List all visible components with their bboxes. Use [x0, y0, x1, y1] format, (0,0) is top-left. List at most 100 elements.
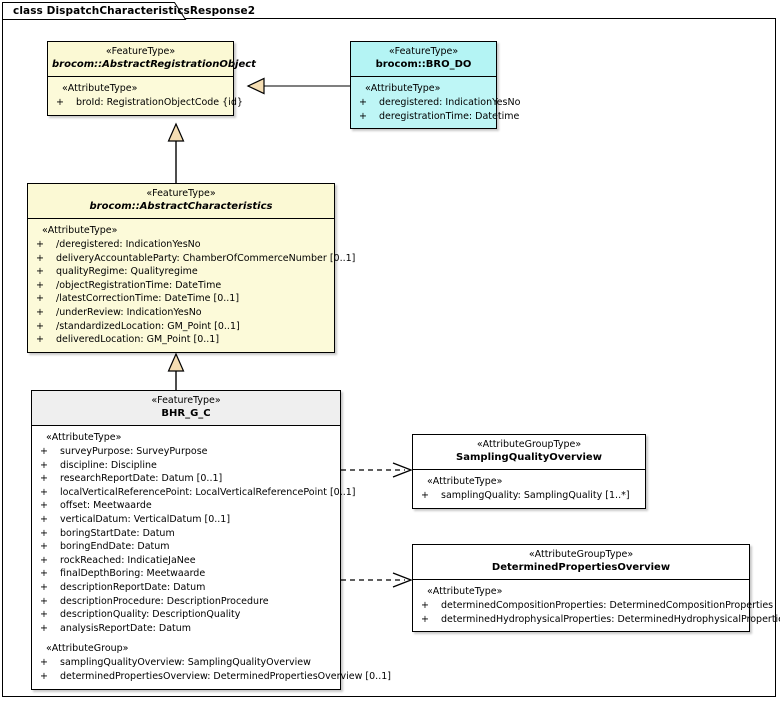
attribute-visibility: + — [36, 306, 44, 318]
class-abstract-characteristics[interactable]: «FeatureType» brocom::AbstractCharacteri… — [27, 183, 355, 353]
class-stereotype: «FeatureType» — [146, 188, 216, 199]
attribute-row: +finalDepthBoring: Meetwaarde — [38, 567, 336, 581]
diagram-title: class DispatchCharacteristicsResponse2 — [13, 5, 256, 17]
attribute-visibility: + — [40, 622, 48, 634]
attribute-row: + /latestCorrectionTime: DateTime [0..1] — [34, 292, 330, 306]
attribute-text: broId: RegistrationObjectCode {id} — [76, 97, 243, 108]
attribute-row: + qualityRegime: Qualityregime — [34, 265, 330, 279]
class-header-sampling-quality-overview: «AttributeGroupType» SamplingQualityOver… — [413, 435, 645, 470]
attribute-text: /standardizedLocation: GM_Point [0..1] — [56, 320, 240, 332]
class-body-sampling-quality-overview: «AttributeType» +samplingQuality: Sampli… — [413, 470, 645, 508]
attribute-text: determinedCompositionProperties: Determi… — [441, 600, 774, 611]
attribute-row: + verticalDatum: VerticalDatum [0..1] — [38, 513, 336, 527]
attribute-row: +descriptionQuality: DescriptionQuality — [38, 608, 336, 622]
attribute-text: qualityRegime: Qualityregime — [56, 266, 198, 278]
attribute-row: +surveyPurpose: SurveyPurpose — [38, 445, 336, 459]
attribute-visibility: + — [36, 266, 44, 278]
attribute-text: /underReview: IndicationYesNo — [56, 306, 202, 318]
attribute-visibility: + — [40, 486, 48, 498]
attribute-visibility: + — [40, 513, 48, 525]
compartment-stereotype: «AttributeType» — [42, 225, 118, 236]
attribute-row: + /standardizedLocation: GM_Point [0..1] — [34, 320, 330, 334]
attribute-visibility: + — [40, 473, 48, 485]
class-header-determined-properties-overview: «AttributeGroupType» DeterminedPropertie… — [413, 545, 749, 580]
class-abstract-registration-object[interactable]: «FeatureType» brocom::AbstractRegistrati… — [47, 41, 256, 116]
attribute-text: /latestCorrectionTime: DateTime [0..1] — [56, 293, 240, 305]
attribute-text: surveyPurpose: SurveyPurpose — [60, 446, 208, 457]
class-header-bhr-g-c: «FeatureType» BHR_G_C — [32, 391, 340, 426]
class-body-abstract-registration-object: «AttributeType» + broId: RegistrationObje… — [48, 77, 243, 115]
class-header-abstract-characteristics: «FeatureType» brocom::AbstractCharacteri… — [28, 184, 334, 219]
class-name: brocom::BRO_DO — [375, 59, 472, 70]
attribute-text: boringEndDate: Datum — [60, 541, 170, 553]
attribute-text: deliveredLocation: GM_Point [0..1] — [56, 334, 220, 346]
attribute-text: descriptionProcedure: DescriptionProcedu… — [60, 595, 269, 607]
attribute-visibility: + — [40, 581, 48, 593]
class-determined-properties-overview[interactable]: «AttributeGroupType» DeterminedPropertie… — [412, 544, 780, 633]
class-stereotype: «FeatureType» — [151, 395, 221, 406]
compartment-stereotype: «AttributeGroup» — [46, 643, 129, 655]
attribute-text: descriptionReportDate: Datum — [60, 581, 206, 593]
attribute-visibility: + — [36, 320, 44, 332]
attribute-text: /deregistered: IndicationYesNo — [56, 239, 201, 250]
attribute-visibility: + — [40, 500, 48, 512]
attribute-row: + deliveryAccountableParty: ChamberOfComm… — [34, 252, 355, 266]
attribute-text: deliveryAccountableParty: ChamberOfComme… — [56, 252, 356, 264]
attribute-visibility: + — [40, 670, 48, 682]
attribute-visibility: + — [421, 600, 429, 611]
compartment-stereotype: «AttributeType» — [62, 83, 138, 94]
class-body-abstract-characteristics: «AttributeType» +/deregistered: Indicati… — [28, 219, 355, 352]
attribute-visibility: + — [421, 613, 429, 625]
attribute-text: rockReached: IndicatieJaNee — [60, 554, 196, 566]
compartment-stereotype: «AttributeType» — [365, 83, 441, 94]
attribute-row: +discipline: Discipline — [38, 459, 336, 473]
attribute-text: deregistered: IndicationYesNo — [379, 97, 521, 108]
attribute-visibility: + — [56, 97, 64, 108]
class-stereotype: «FeatureType» — [388, 46, 459, 57]
attribute-row: +/deregistered: IndicationYesNo — [34, 238, 330, 252]
attribute-visibility: + — [40, 527, 48, 539]
class-name: BHR_G_C — [161, 408, 211, 419]
compartment-spacer — [38, 635, 336, 642]
attribute-row: +samplingQualityOverview: SamplingQualit… — [38, 656, 336, 670]
class-name: DeterminedPropertiesOverview — [491, 562, 671, 573]
attribute-text: deregistrationTime: Datetime — [379, 110, 520, 122]
class-bhr-g-c[interactable]: «FeatureType» BHR_G_C «AttributeType» +s… — [31, 390, 391, 690]
attribute-visibility: + — [36, 252, 44, 264]
class-name: SamplingQualityOverview — [456, 452, 602, 463]
attribute-visibility: + — [36, 293, 44, 305]
attribute-visibility: + — [40, 459, 48, 471]
attribute-row: + offset: Meetwaarde — [38, 499, 336, 513]
attribute-row: +rockReached: IndicatieJaNee — [38, 554, 336, 568]
attribute-row: + boringStartDate: Datum — [38, 527, 336, 541]
attribute-text: descriptionQuality: DescriptionQuality — [60, 609, 241, 621]
class-body-bhr-g-c: «AttributeType» +surveyPurpose: SurveyPu… — [32, 426, 391, 689]
attribute-text: /objectRegistrationTime: DateTime — [56, 279, 222, 291]
attribute-visibility: + — [36, 334, 44, 346]
attribute-row: +deregistered: IndicationYesNo — [357, 96, 520, 110]
attribute-text: researchReportDate: Datum [0..1] — [60, 473, 223, 485]
class-stereotype: «FeatureType» — [105, 46, 176, 57]
attribute-text: determinedPropertiesOverview: Determined… — [60, 670, 391, 682]
class-sampling-quality-overview[interactable]: «AttributeGroupType» SamplingQualityOver… — [412, 434, 646, 509]
attribute-text: verticalDatum: VerticalDatum [0..1] — [60, 513, 231, 525]
attribute-visibility: + — [36, 279, 44, 291]
class-body-bro-do: «AttributeType» +deregistered: Indicatio… — [351, 77, 520, 129]
class-stereotype: «AttributeGroupType» — [528, 549, 634, 560]
attribute-row: + /objectRegistrationTime: DateTime — [34, 279, 330, 293]
attribute-row: + /underReview: IndicationYesNo — [34, 306, 330, 320]
attribute-text: offset: Meetwaarde — [60, 500, 152, 512]
attribute-visibility: + — [359, 110, 367, 122]
attribute-text: determinedHydrophysicalProperties: Deter… — [441, 613, 780, 625]
attribute-row: + determinedPropertiesOverview: Determine… — [38, 670, 391, 684]
attribute-text: boringStartDate: Datum — [60, 527, 175, 539]
compartment-stereotype: «AttributeType» — [46, 432, 122, 443]
attribute-visibility: + — [40, 568, 48, 580]
attribute-visibility: + — [40, 541, 48, 553]
frame-tab-shape-icon — [2, 2, 187, 20]
attribute-row: + broId: RegistrationObjectCode {id} — [54, 96, 243, 110]
class-bro-do[interactable]: «FeatureType» brocom::BRO_DO «AttributeT… — [350, 41, 520, 130]
attribute-row: +samplingQuality: SamplingQuality [1..*] — [419, 489, 641, 503]
attribute-visibility: + — [40, 595, 48, 607]
